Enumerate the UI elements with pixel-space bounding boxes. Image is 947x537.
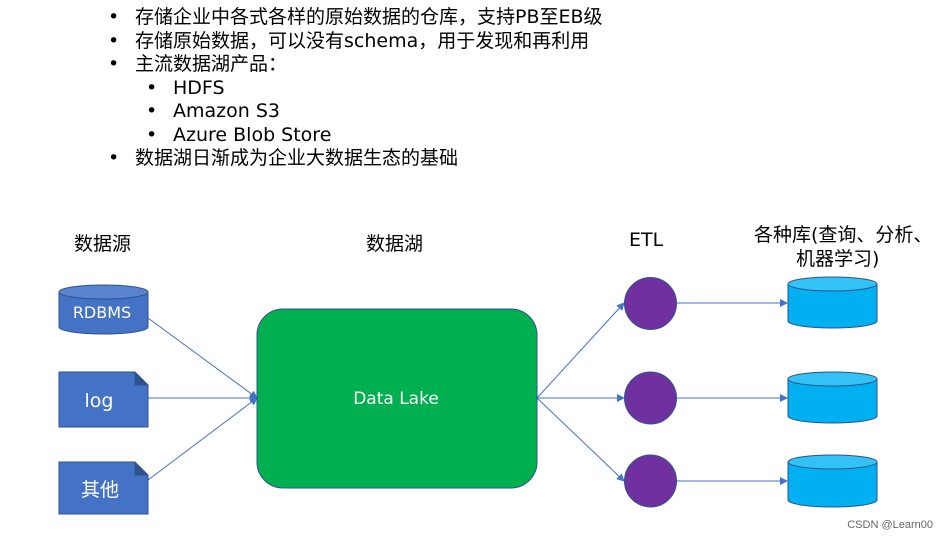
- stores-header-line2: 机器学习): [796, 248, 880, 270]
- sub-bullet-item: Azure Blob Store: [108, 124, 603, 148]
- log-document-icon: log: [58, 371, 149, 428]
- sub-bullet-item: Amazon S3: [108, 100, 603, 124]
- bullet-item: 数据湖日渐成为企业大数据生态的基础: [108, 147, 603, 171]
- etl-node-3: [624, 454, 677, 508]
- lake-header: 数据湖: [366, 233, 424, 255]
- arrow-lake-to-etl-1: [536, 302, 625, 399]
- etl-node-1: [624, 277, 677, 330]
- arrow-other-to-lake: [147, 397, 258, 481]
- etl-header: ETL: [629, 229, 664, 251]
- store-database-icon-3: [787, 454, 878, 508]
- arrow-lake-to-etl-3: [536, 397, 625, 482]
- arrow-rdbms-to-lake: [147, 317, 258, 399]
- data-lake-label: Data Lake: [353, 389, 439, 409]
- bullet-item: 存储原始数据，可以没有schema，用于发现和再利用: [108, 30, 603, 54]
- store-database-icon-1: [787, 276, 878, 329]
- other-source-document-icon: 其他: [58, 461, 149, 515]
- rdbms-database-icon: RDBMS: [58, 284, 149, 335]
- bullet-item: 存储企业中各式各样的原始数据的仓库，支持PB至EB级: [108, 6, 603, 30]
- watermark-credit: CSDN @Learn00: [847, 519, 933, 531]
- log-label: log: [85, 390, 114, 412]
- other-label: 其他: [81, 479, 119, 501]
- etl-node-2: [624, 371, 677, 425]
- data-lake-box: Data Lake: [256, 308, 538, 489]
- bullet-item: 主流数据湖产品：: [108, 53, 603, 77]
- sources-header: 数据源: [74, 233, 132, 255]
- stores-header-line1: 各种库(查询、分析、: [754, 224, 933, 246]
- rdbms-label: RDBMS: [73, 303, 131, 322]
- bullet-list: 存储企业中各式各样的原始数据的仓库，支持PB至EB级 存储原始数据，可以没有sc…: [108, 6, 603, 171]
- sub-bullet-item: HDFS: [108, 77, 603, 101]
- store-database-icon-2: [787, 371, 878, 424]
